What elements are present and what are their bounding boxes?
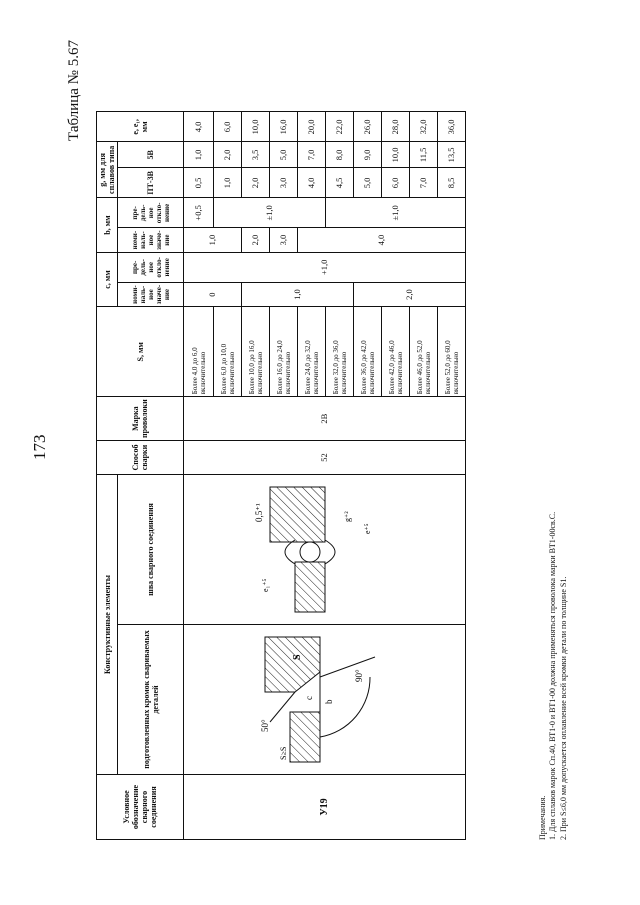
header-s: S, мм bbox=[96, 306, 184, 397]
header-b-deviation: пре-дель-ное откло-нение bbox=[117, 197, 184, 228]
g1-row-9: 7,0 bbox=[409, 167, 438, 198]
weld-seam-drawing: e₁⁺⁵ e⁺⁵ 0,5⁺¹ g⁺² bbox=[254, 486, 372, 613]
e1-label: e₁⁺⁵ bbox=[261, 578, 270, 592]
g1-row-3: 2,0 bbox=[241, 167, 270, 198]
header-weld-seam: шва сварного соединения bbox=[117, 474, 184, 625]
g1-row-7: 5,0 bbox=[353, 167, 382, 198]
g1-row-6: 4,5 bbox=[325, 167, 354, 198]
c-label: c bbox=[304, 696, 314, 700]
note-1: 1. Для сплавов марок Сп.40, ВТ1-0 и ВТ1-… bbox=[548, 511, 558, 840]
c-nominal-3: 1,0 bbox=[241, 282, 354, 307]
s-range-1: Более 4,0 до 6,0 включительно bbox=[183, 306, 214, 397]
s-range-4: Более 16,0 до 24,0 включительно bbox=[269, 306, 298, 397]
e-row-6: 22,0 bbox=[325, 111, 354, 142]
g1-row-1: 0,5 bbox=[183, 167, 214, 198]
b-label: b bbox=[324, 699, 334, 704]
e-row-3: 10,0 bbox=[241, 111, 270, 142]
b-nominal-5: 4,0 bbox=[297, 227, 466, 253]
b-nominal-3: 2,0 bbox=[241, 227, 270, 253]
s-range-10: Более 52,0 до 60,0 включительно bbox=[437, 306, 466, 397]
g2-row-8: 10,0 bbox=[381, 141, 410, 168]
header-wire-grade: Марка проволоки bbox=[96, 396, 184, 441]
g2-row-10: 13,5 bbox=[437, 141, 466, 168]
weld-joint-table: Условное обозначение сварного соединения… bbox=[96, 111, 466, 840]
c-nominal-1: 0 bbox=[183, 282, 242, 307]
g2-row-5: 7,0 bbox=[297, 141, 326, 168]
e-row-9: 32,0 bbox=[409, 111, 438, 142]
g2-row-1: 1,0 bbox=[183, 141, 214, 168]
s1-label: S≥S bbox=[279, 747, 288, 760]
header-g: g, мм для сплавов типа bbox=[96, 141, 118, 198]
edge-preparation-drawing: 50° 90° S c b S≥S bbox=[260, 636, 376, 763]
g1-row-5: 4,0 bbox=[297, 167, 326, 198]
g2-row-3: 3,5 bbox=[241, 141, 270, 168]
notes-title: Примечания. bbox=[538, 795, 547, 840]
e-row-7: 26,0 bbox=[353, 111, 382, 142]
b-nominal-1: 1,0 bbox=[183, 227, 242, 253]
header-alloy-pt3v: ПТ-3В bbox=[117, 167, 184, 198]
g2-row-4: 5,0 bbox=[269, 141, 298, 168]
s-range-2: Более 6,0 до 10,0 включительно bbox=[213, 306, 242, 397]
c-deviation: +1,0 bbox=[183, 252, 466, 283]
s-range-6: Более 32,0 до 36,0 включительно bbox=[325, 306, 354, 397]
g1-row-2: 1,0 bbox=[213, 167, 242, 198]
e-row-2: 6,0 bbox=[213, 111, 242, 142]
e-label: e⁺⁵ bbox=[363, 523, 372, 534]
s-range-7: Более 36,0 до 42,0 включительно bbox=[353, 306, 382, 397]
b-deviation-1: +0,5 bbox=[183, 197, 214, 228]
prepared-edges-sketch: 50° 90° S c b S≥S bbox=[183, 624, 466, 775]
e-row-5: 20,0 bbox=[297, 111, 326, 142]
g2-row-9: 11,5 bbox=[409, 141, 438, 168]
g1-row-10: 8,5 bbox=[437, 167, 466, 198]
g2-row-6: 8,0 bbox=[325, 141, 354, 168]
header-c-deviation: пре-дель-ное откло-нение bbox=[117, 252, 184, 283]
s-range-8: Более 42,0 до 46,0 включительно bbox=[381, 306, 410, 397]
e-row-10: 36,0 bbox=[437, 111, 466, 142]
angle-50-label: 50° bbox=[260, 719, 270, 732]
rotated-page-content: Таблица № 5.67 Условное обозначение свар… bbox=[66, 40, 596, 840]
row-designation: У19 bbox=[183, 774, 466, 840]
g2-label: g⁺² bbox=[343, 511, 352, 522]
header-alloy-5v: 5В bbox=[117, 141, 184, 168]
header-b-nominal: номи-наль-ное значе-ние bbox=[117, 227, 184, 253]
row-method: 52 bbox=[183, 440, 466, 475]
header-structural-elements: Конструктивные элементы bbox=[96, 474, 118, 775]
header-prepared-edges: подготовленных кромок свариваемых детале… bbox=[117, 624, 184, 775]
b-deviation-2: ±1,0 bbox=[213, 197, 326, 228]
header-b: b, мм bbox=[96, 197, 118, 253]
table-title: Таблица № 5.67 bbox=[66, 40, 82, 141]
e-row-8: 28,0 bbox=[381, 111, 410, 142]
c-nominal-7: 2,0 bbox=[353, 282, 466, 307]
g1-row-4: 3,0 bbox=[269, 167, 298, 198]
weld-seam-sketch: e₁⁺⁵ e⁺⁵ 0,5⁺¹ g⁺² bbox=[183, 474, 466, 625]
header-method: Способ сварки bbox=[96, 440, 184, 475]
g2-row-2: 2,0 bbox=[213, 141, 242, 168]
note-2: 2. При S≤6,0 мм допускается оплавление в… bbox=[558, 576, 568, 840]
b-nominal-4: 3,0 bbox=[269, 227, 298, 253]
g1-row-8: 6,0 bbox=[381, 167, 410, 198]
e-row-1: 4,0 bbox=[183, 111, 214, 142]
table-notes: Примечания. 1. Для сплавов марок Сп.40, … bbox=[538, 512, 569, 840]
row-wire-grade: 2В bbox=[183, 396, 466, 441]
g2-row-7: 9,0 bbox=[353, 141, 382, 168]
s-range-5: Более 24,0 до 32,0 включительно bbox=[297, 306, 326, 397]
header-e: e, e₁, мм bbox=[96, 111, 184, 142]
e-row-4: 16,0 bbox=[269, 111, 298, 142]
header-designation: Условное обозначение сварного соединения bbox=[96, 774, 184, 840]
page-number: 173 bbox=[30, 434, 49, 461]
g1-label: 0,5⁺¹ bbox=[254, 503, 264, 522]
header-c-nominal: номи-наль-ное значе-ние bbox=[117, 282, 184, 307]
angle-90-label: 90° bbox=[354, 669, 364, 682]
s-range-9: Более 46,0 до 52,0 включительно bbox=[409, 306, 438, 397]
thickness-s-label: S bbox=[292, 654, 303, 660]
b-deviation-3: ±1,0 bbox=[325, 197, 466, 228]
header-c: c, мм bbox=[96, 252, 118, 307]
s-range-3: Более 10,0 до 16,0 включительно bbox=[241, 306, 270, 397]
